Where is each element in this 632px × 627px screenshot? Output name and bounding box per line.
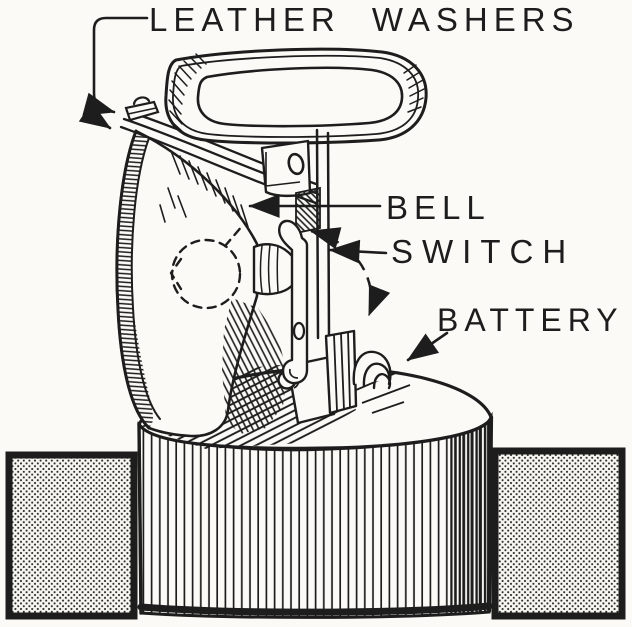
leather-washer-stack (124, 96, 160, 122)
label-bell: BELL (386, 189, 491, 226)
handle-left-cap-hatch (168, 53, 207, 134)
bell-reflector (115, 129, 300, 438)
switch-motion-arrow (309, 227, 391, 317)
switch-lever (278, 219, 309, 385)
battery-leader (406, 331, 449, 362)
label-switch: SWITCH (391, 233, 575, 270)
battery-cylinder (137, 366, 494, 619)
handle-opening (196, 66, 404, 128)
terminal-knob (352, 350, 392, 390)
switch-hole (292, 321, 306, 341)
bracket-plate (260, 139, 312, 198)
reflector-lower-shading (222, 298, 287, 434)
leather-washers-leader-2 (78, 101, 112, 130)
label-leather-washers: LEATHER WASHERS (149, 1, 580, 38)
bracket-hole (287, 152, 305, 176)
handle-right-cap-hatch (403, 64, 425, 113)
labels: LEATHER WASHERS BELL SWITCH BATTERY (149, 1, 624, 338)
carry-handle (164, 47, 428, 145)
reflector-rim-band (116, 131, 153, 428)
label-battery: BATTERY (437, 302, 624, 338)
reflector-upper-shading (159, 150, 249, 228)
shelf-right-block (491, 447, 626, 620)
shelf-left-block (5, 451, 138, 620)
bulb-outline (169, 223, 245, 310)
post-hatched-section (295, 186, 321, 235)
